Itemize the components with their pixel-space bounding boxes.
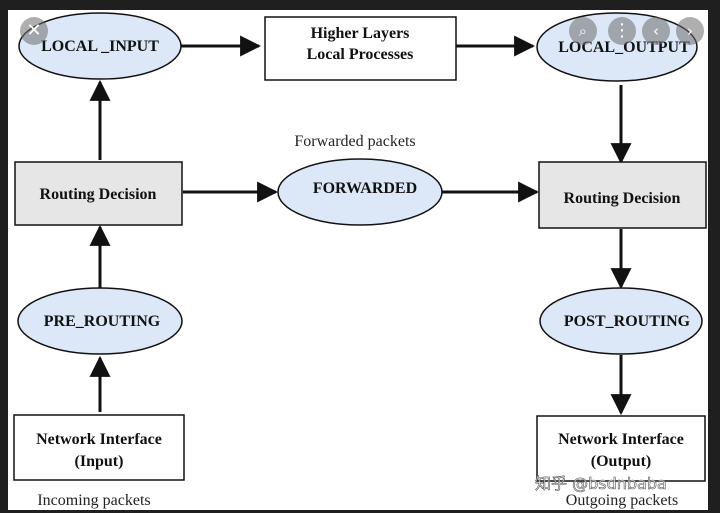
local-input-label: LOCAL _INPUT [41,38,159,55]
node-post-routing: POST_ROUTING [539,287,703,355]
higher-layers-box [264,16,457,81]
lens-icon: ⌕ [578,22,588,40]
more-options-button[interactable]: ⋮ [608,17,636,45]
higher-layers-line2: Local Processes [307,46,414,63]
previous-image-button[interactable]: ‹ [642,17,670,45]
forwarded-label: FORWARDED [313,180,417,197]
routing-left-label: Routing Decision [40,186,157,203]
pre-routing-label: PRE_ROUTING [44,313,161,330]
node-ni-input: Network Interface (Input) [13,414,185,481]
ni-input-line2: (Input) [75,453,124,470]
forwarded-packets-label: Forwarded packets [294,133,415,150]
local-input-ellipse [18,12,182,80]
incoming-packets-label: Incoming packets [37,492,150,509]
routing-left-box [14,161,183,226]
lens-search-button[interactable]: ⌕ [569,17,597,45]
ni-output-line2: (Output) [591,453,651,470]
post-routing-ellipse [539,287,703,355]
ni-input-box [13,414,185,481]
edges [89,35,632,416]
more-vert-icon: ⋮ [613,20,631,41]
node-higher-layers: Higher Layers Local Processes [264,16,457,81]
routing-right-box [538,161,707,229]
outgoing-packets-label: Outgoing packets [566,492,678,509]
ni-input-line1: Network Interface [36,431,162,448]
forwarded-ellipse [277,158,443,226]
routing-right-label: Routing Decision [564,190,681,207]
close-icon: ✕ [26,20,42,41]
post-routing-label: POST_ROUTING [564,313,691,330]
next-image-button[interactable]: › [676,17,704,45]
node-forwarded: FORWARDED [277,158,443,226]
node-routing-left: Routing Decision [14,161,183,226]
node-ni-output: Network Interface (Output) [536,415,706,482]
chevron-right-icon: › [687,22,693,40]
ni-output-box [536,415,706,482]
chevron-left-icon: ‹ [653,22,659,40]
node-routing-right: Routing Decision [538,161,707,229]
close-button[interactable]: ✕ [20,17,48,45]
watermark-text: 知乎 @bsdnbaba [535,474,667,493]
ni-output-line1: Network Interface [558,431,684,448]
higher-layers-line1: Higher Layers [311,25,410,42]
node-pre-routing: PRE_ROUTING [17,287,183,355]
node-local-input: LOCAL _INPUT [18,12,182,80]
pre-routing-ellipse [17,287,183,355]
